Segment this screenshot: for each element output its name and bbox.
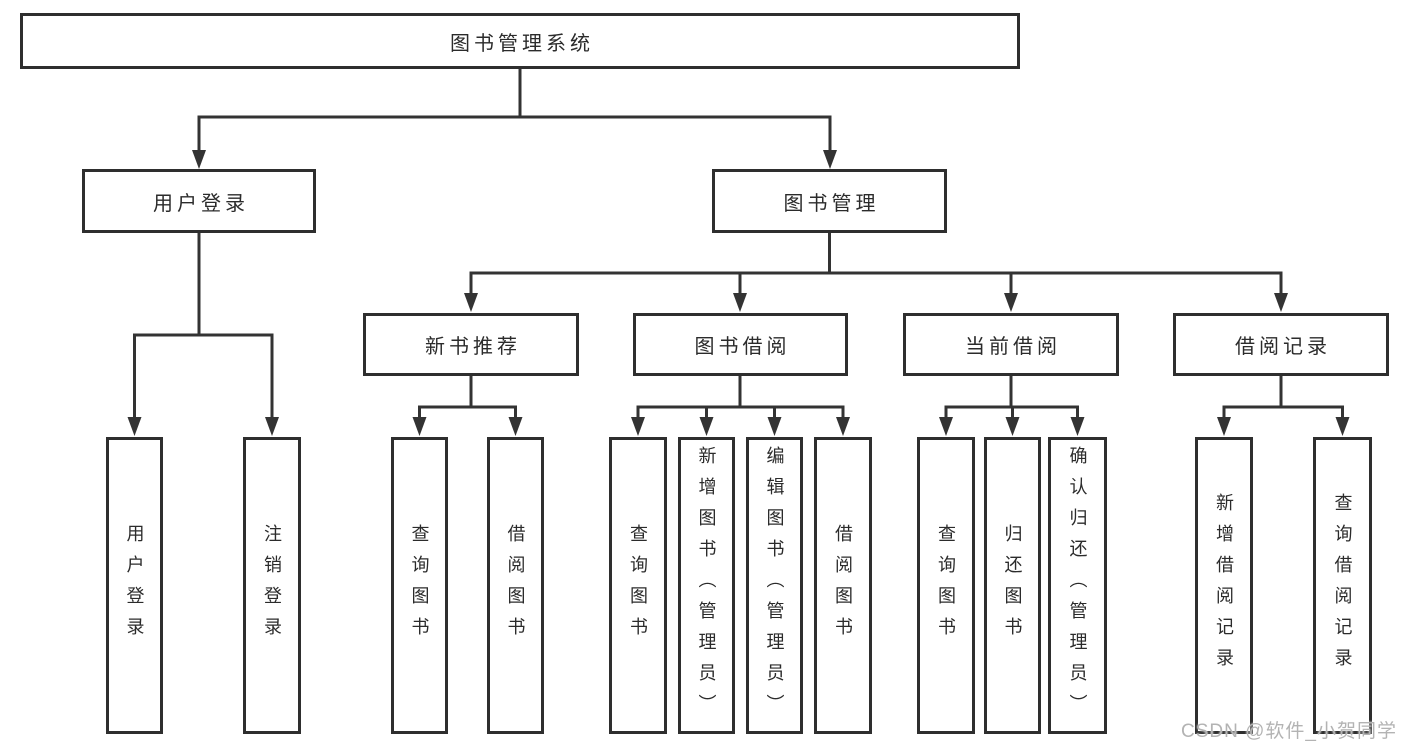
arrowhead <box>631 417 645 436</box>
leaf-query-book-borrow: 查询图书 <box>609 437 667 734</box>
arrowhead <box>1335 417 1350 436</box>
node-label: 确认归还（管理员） <box>1067 446 1088 725</box>
leaf-logout: 注销登录 <box>243 437 301 734</box>
node-label: 新增借阅记录 <box>1214 492 1234 679</box>
leaf-edit-book-admin: 编辑图书（管理员） <box>746 437 803 734</box>
node-new-book-recommend: 新书推荐 <box>363 313 579 376</box>
node-library-system: 图书管理系统 <box>20 13 1020 69</box>
leaf-query-book-recommend: 查询图书 <box>391 437 448 734</box>
leaf-borrow-book: 借阅图书 <box>814 437 872 734</box>
node-label: 图书管理 <box>783 192 880 215</box>
leaf-query-borrow-record: 查询借阅记录 <box>1313 437 1372 734</box>
leaf-confirm-return-admin: 确认归还（管理员） <box>1048 437 1107 734</box>
leaf-user-login: 用户登录 <box>106 437 163 734</box>
csdn-watermark: CSDN @软件_小贺同学 <box>1181 721 1397 742</box>
arrowhead <box>412 417 427 436</box>
node-label: 借阅记录 <box>1235 336 1331 358</box>
arrowhead <box>1274 293 1288 312</box>
arrowhead <box>1070 417 1085 436</box>
node-label: 图书借阅 <box>694 336 791 358</box>
node-label: 查询借阅记录 <box>1332 492 1353 679</box>
node-label: 用户登录 <box>124 523 145 648</box>
arrowhead <box>464 293 478 312</box>
arrowhead <box>733 293 747 312</box>
arrowhead <box>508 417 523 436</box>
node-label: 编辑图书（管理员） <box>764 446 785 725</box>
node-label: 新书推荐 <box>425 336 521 358</box>
node-label: 新增图书（管理员） <box>696 446 717 725</box>
node-book-borrow: 图书借阅 <box>633 313 848 376</box>
node-label: 查询图书 <box>936 523 956 648</box>
node-label: 查询图书 <box>628 523 648 648</box>
leaf-add-book-admin: 新增图书（管理员） <box>678 437 735 734</box>
leaf-query-book-current: 查询图书 <box>917 437 975 734</box>
arrowhead <box>1005 417 1020 436</box>
arrowhead <box>1217 417 1231 436</box>
arrowhead <box>127 417 142 436</box>
arrowhead <box>767 417 782 436</box>
arrowhead <box>823 150 837 169</box>
arrowhead <box>192 150 206 169</box>
node-borrow-record: 借阅记录 <box>1173 313 1389 376</box>
node-user-login: 用户登录 <box>82 169 316 233</box>
leaf-return-book: 归还图书 <box>984 437 1041 734</box>
node-current-borrow: 当前借阅 <box>903 313 1119 376</box>
arrowhead <box>836 417 850 436</box>
node-label: 用户登录 <box>153 192 249 215</box>
leaf-add-borrow-record: 新增借阅记录 <box>1195 437 1253 734</box>
node-label: 图书管理系统 <box>450 32 594 55</box>
node-label: 借阅图书 <box>833 523 853 648</box>
node-book-management: 图书管理 <box>712 169 947 233</box>
node-label: 查询图书 <box>409 523 430 648</box>
arrowhead <box>1004 293 1018 312</box>
node-label: 归还图书 <box>1002 523 1023 648</box>
node-label: 借阅图书 <box>505 523 526 648</box>
arrowhead <box>265 417 279 436</box>
node-label: 注销登录 <box>262 523 282 648</box>
node-label: 当前借阅 <box>965 336 1061 358</box>
arrowhead <box>699 417 714 436</box>
arrowhead <box>939 417 953 436</box>
leaf-borrow-book-recommend: 借阅图书 <box>487 437 544 734</box>
